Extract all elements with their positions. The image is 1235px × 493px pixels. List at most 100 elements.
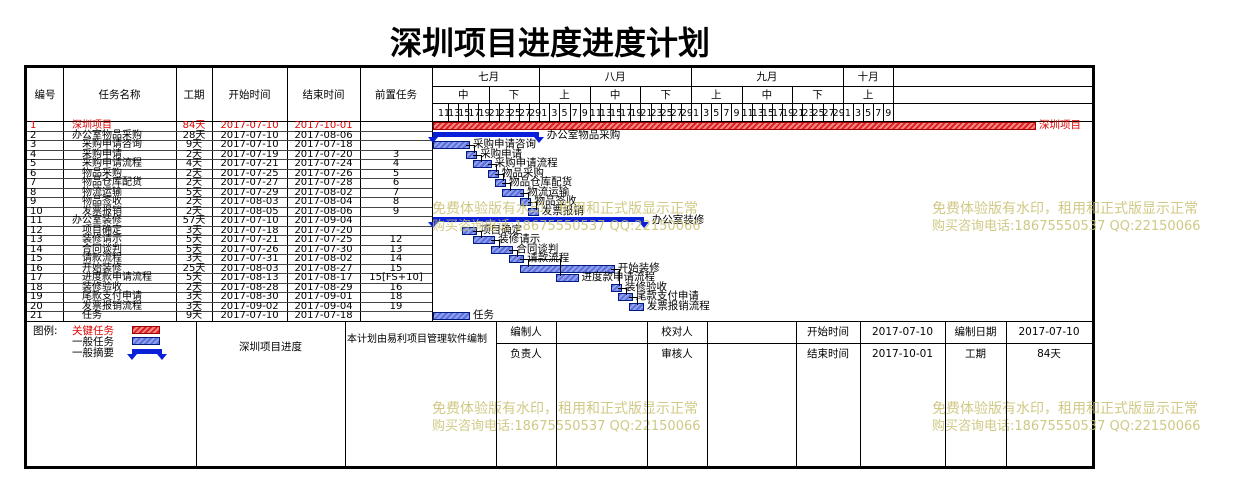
task-predecessor: 14	[389, 253, 403, 264]
gantt-bar-label: 深圳项目	[1039, 119, 1081, 131]
day-divider	[883, 103, 885, 121]
task-start: 2017-07-21	[220, 234, 279, 245]
day-divider	[852, 103, 854, 121]
row-line	[27, 168, 432, 170]
gantt-bar-label: 办公室装修	[651, 214, 705, 226]
watermark-line1: 免费体验版有水印，租用和正式版显示正常	[932, 201, 1198, 217]
task-end: 2017-08-17	[294, 272, 353, 283]
gantt-bar-label: 合同谈判	[516, 242, 559, 255]
gantt-bar-label: 开始装修	[617, 261, 660, 274]
day-label: 27	[822, 108, 835, 119]
footer-start-label: 开始时间	[807, 325, 849, 338]
column-header-id: 编号	[34, 89, 56, 101]
day-divider	[458, 103, 460, 121]
day-label: 19	[630, 108, 643, 119]
dependency-link	[524, 259, 562, 276]
dependency-link	[491, 240, 501, 248]
legend-normal-swatch	[132, 336, 160, 345]
row-line	[27, 159, 432, 160]
day-label: 25	[660, 108, 673, 119]
row-line	[27, 292, 432, 293]
task-duration: 3天	[185, 224, 203, 236]
footer-checker-label: 校对人	[661, 325, 693, 338]
day-divider	[873, 103, 875, 121]
day-divider	[863, 103, 865, 121]
task-name: 物品采购	[82, 167, 122, 179]
task-start: 2017-08-13	[220, 272, 279, 283]
day-divider	[771, 103, 773, 121]
footer-divider	[707, 320, 708, 466]
day-label: 5	[561, 108, 568, 119]
task-duration: 4天	[185, 158, 203, 169]
task-predecessor: 19	[389, 300, 403, 312]
day-label: 7	[571, 108, 578, 119]
period-label: 中	[609, 89, 621, 101]
day-label: 21	[640, 108, 653, 119]
task-name: 装修请示	[82, 234, 122, 245]
task-start: 2017-07-10	[220, 120, 279, 131]
day-label: 23	[650, 108, 663, 119]
row-line	[27, 311, 432, 312]
task-end: 2017-08-27	[294, 262, 353, 274]
footer-owner-label: 负责人	[510, 347, 542, 360]
task-id: 2	[30, 129, 37, 141]
task-id: 7	[30, 177, 37, 188]
dependency-link	[509, 249, 519, 257]
day-divider	[498, 103, 500, 121]
day-divider	[620, 103, 622, 121]
legend-summary-swatch	[127, 348, 167, 360]
task-id: 4	[30, 148, 37, 160]
task-predecessor: 5	[392, 167, 400, 179]
task-duration: 9天	[185, 310, 203, 321]
day-divider	[539, 103, 541, 121]
footer-dur: 84天	[1037, 347, 1061, 360]
period-divider	[589, 86, 591, 103]
task-duration: 2天	[185, 281, 203, 293]
gantt-bar-2	[428, 131, 545, 143]
day-label: 23	[802, 108, 815, 119]
day-divider	[599, 103, 601, 121]
day-divider	[711, 103, 713, 121]
day-label: 19	[782, 108, 795, 119]
gantt-bar-label: 进度款申请流程	[581, 271, 656, 283]
task-predecessor: 13	[389, 243, 403, 255]
task-end: 2017-08-02	[294, 186, 353, 198]
day-divider	[832, 103, 834, 121]
row-line	[27, 206, 432, 208]
day-divider	[518, 103, 520, 121]
gantt-bar-label: 发票报销流程	[646, 299, 710, 312]
day-label: 1	[541, 108, 548, 119]
task-id: 11	[30, 215, 43, 226]
task-id: 16	[30, 262, 43, 274]
day-divider	[893, 103, 895, 121]
task-id: 5	[30, 158, 37, 169]
column-divider	[432, 68, 433, 321]
day-divider	[549, 103, 551, 121]
watermark-line1: 免费体验版有水印，租用和正式版显示正常	[432, 201, 698, 217]
period-label: 下	[508, 89, 520, 101]
watermark-line1: 免费体验版有水印，租用和正式版显示正常	[932, 401, 1198, 417]
watermark-line2: 购买咨询电话:18675550537 QQ:22150066	[432, 219, 701, 234]
column-header-name: 任务名称	[98, 89, 141, 101]
task-end: 2017-07-18	[294, 139, 353, 150]
task-predecessor: 15[FS+10]	[369, 272, 423, 283]
day-divider	[650, 103, 652, 121]
row-line	[27, 301, 432, 303]
task-name: 装修验收	[82, 281, 122, 293]
task-duration: 2天	[185, 148, 203, 160]
period-divider	[893, 86, 895, 103]
task-duration: 25天	[182, 262, 206, 274]
footer-divider	[1006, 320, 1007, 466]
task-duration: 2天	[185, 167, 203, 179]
task-predecessor: 9	[392, 205, 400, 217]
task-start: 2017-08-05	[220, 205, 279, 217]
gantt-bar-10	[527, 207, 539, 216]
task-name: 发票报销	[82, 205, 122, 217]
task-name: 采购申请	[82, 148, 122, 160]
task-duration: 3天	[185, 253, 203, 264]
row-line	[27, 178, 432, 179]
task-id: 13	[30, 234, 43, 245]
task-name: 进度款申请流程	[82, 272, 152, 283]
period-divider	[640, 86, 642, 103]
footer-divider	[796, 320, 797, 466]
